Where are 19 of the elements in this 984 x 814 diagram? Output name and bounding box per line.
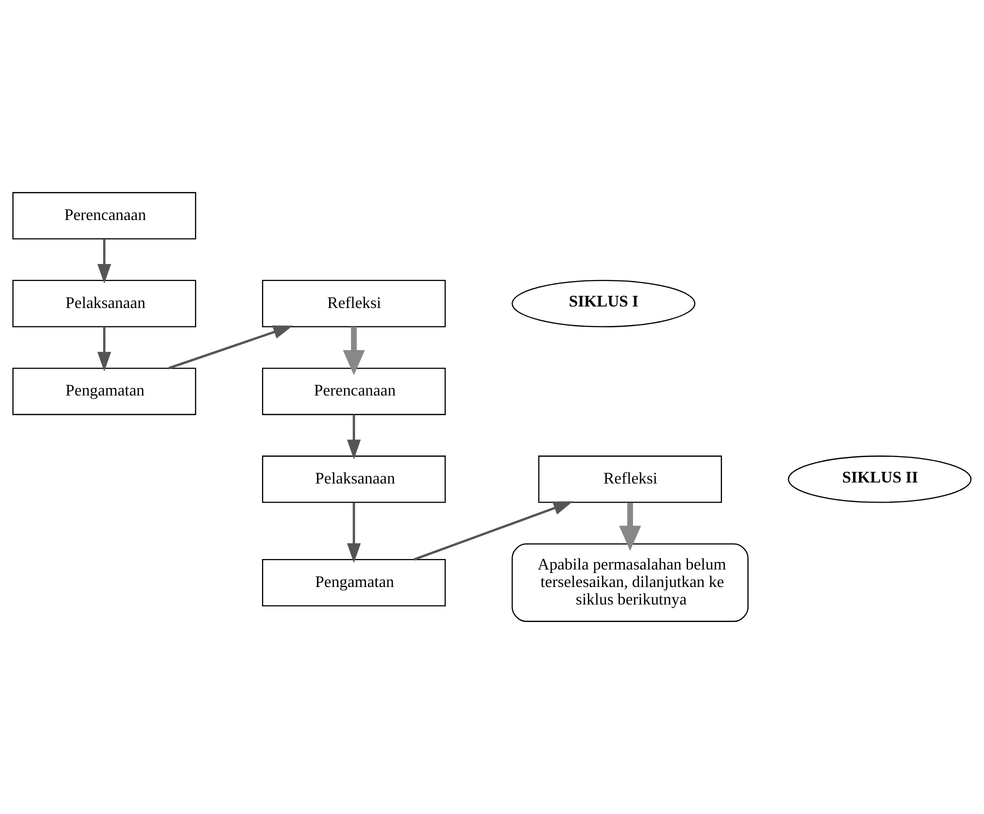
arrow — [97, 326, 112, 372]
node-box: Perencanaan — [12, 192, 196, 240]
node-box: Pengamatan — [12, 368, 196, 416]
node-box: Pelaksanaan — [12, 280, 196, 328]
node-ellipse: SIKLUS I — [512, 280, 696, 328]
node-box: Apabila permasalahan belum terselesaikan, dilanjutkan ke siklus berikutnya — [512, 543, 749, 622]
node-box: Refleksi — [262, 280, 446, 328]
arrow — [97, 238, 112, 284]
node-box: Refleksi — [538, 456, 722, 503]
arrow — [347, 502, 361, 563]
node-box: Pelaksanaan — [262, 456, 446, 503]
node-ellipse: SIKLUS II — [788, 456, 972, 503]
node-box: Perencanaan — [262, 368, 446, 416]
arrow — [347, 414, 361, 460]
arrow — [168, 325, 293, 370]
arrow — [414, 501, 574, 561]
node-box: Pengamatan — [262, 558, 446, 606]
arrow — [619, 502, 642, 551]
arrow — [342, 326, 365, 376]
